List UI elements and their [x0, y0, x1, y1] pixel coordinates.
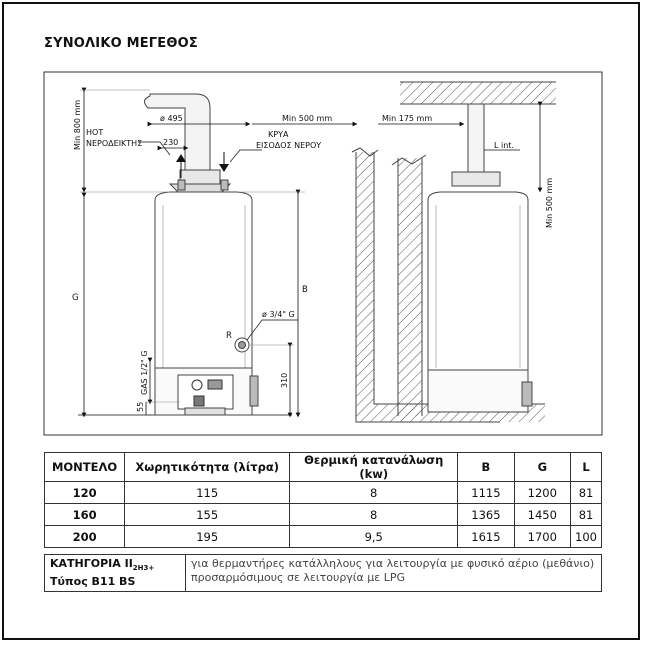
tank-body	[154, 191, 253, 416]
label-B: B	[302, 285, 308, 295]
col-consumption: Θερμική κατανάλωση (kw)	[289, 452, 459, 482]
label-phi495: ø 495	[160, 114, 183, 123]
hot-arrow-icon	[176, 154, 186, 162]
table-row: 120 115 8 1115 1200 81	[43, 481, 602, 504]
cell-L: 81	[570, 481, 602, 504]
label-min175: Min 175 mm	[382, 114, 432, 123]
cell-B: 1615	[457, 525, 515, 548]
cell-capacity: 195	[124, 525, 291, 548]
cell-B: 1115	[457, 481, 515, 504]
cell-capacity: 115	[124, 481, 291, 504]
cell-consumption: 9,5	[289, 525, 459, 548]
drawing-border	[43, 71, 603, 436]
cold-arrow-icon	[219, 164, 229, 172]
col-B: B	[457, 452, 515, 482]
label-R: R	[226, 331, 232, 341]
label-min500-side: Min 500 mm	[545, 178, 554, 228]
table-header-row: ΜΟΝΤΕΛΟ Χωρητικότητα (λίτρα) Θερμική κατ…	[43, 452, 602, 482]
side-view	[391, 81, 556, 416]
front-view	[78, 93, 292, 416]
label-230: 230	[163, 138, 178, 147]
col-model: ΜΟΝΤΕΛΟ	[43, 452, 126, 482]
cell-B: 1365	[457, 503, 515, 526]
label-hot-sub: ΝΕΡΟΔΕΙΚΤΗΣ	[86, 139, 142, 148]
cell-capacity: 155	[124, 503, 291, 526]
category-label: ΚΑΤΗΓΟΡΙΑ II	[50, 557, 133, 570]
cell-G: 1450	[513, 503, 572, 526]
cell-L: 81	[570, 503, 602, 526]
category-cell: ΚΑΤΗΓΟΡΙΑ II2H3+ Τύπος B11 BS	[44, 553, 186, 593]
cell-G: 1700	[513, 525, 572, 548]
col-G: G	[513, 452, 572, 482]
cell-model: 120	[43, 481, 126, 504]
specs-table: ΜΟΝΤΕΛΟ Χωρητικότητα (λίτρα) Θερμική κατ…	[43, 452, 602, 548]
description-line2: προσαρμόσιμους σε λειτουργία με LPG	[191, 571, 406, 584]
label-cold-sub: ΕΙΣΟΔΟΣ ΝΕΡΟΥ	[256, 141, 321, 150]
label-cold: ΚΡΥΑ	[268, 130, 289, 139]
draft-hood	[179, 169, 221, 185]
label-min800: Min 800 mm	[73, 100, 82, 150]
label-310: 310	[280, 373, 289, 388]
cell-consumption: 8	[289, 503, 459, 526]
type-label: Τύπος B11 BS	[50, 575, 136, 589]
label-min500-top: Min 500 mm	[282, 114, 332, 123]
cell-L: 100	[570, 525, 602, 548]
description-line1: για θερμαντήρες κατάλληλους για λειτουργ…	[191, 557, 595, 570]
table-row: 160 155 8 1365 1450 81	[43, 503, 602, 526]
category-sub: 2H3+	[132, 564, 155, 573]
label-Lint: L int.	[494, 141, 514, 150]
label-gas: GAS 1/2" G	[140, 350, 149, 395]
cell-model: 160	[43, 503, 126, 526]
label-hot: HOT	[86, 128, 103, 137]
col-L: L	[570, 452, 602, 482]
table-row: 200 195 9,5 1615 1700 100	[43, 525, 602, 548]
category-table: ΚΑΤΗΓΟΡΙΑ II2H3+ Τύπος B11 BS για θερμαν…	[44, 553, 602, 593]
label-phi34: ø 3/4" G	[262, 310, 295, 319]
col-capacity: Χωρητικότητα (λίτρα)	[124, 452, 291, 482]
cell-model: 200	[43, 525, 126, 548]
page-title: ΣΥΝΟΛΙΚΟ ΜΕΓΕΘΟΣ	[44, 36, 198, 51]
label-G: G	[72, 293, 79, 303]
cell-consumption: 8	[289, 481, 459, 504]
cell-G: 1200	[513, 481, 572, 504]
page-frame	[2, 2, 640, 640]
label-55: 55	[136, 402, 145, 412]
category-description: για θερμαντήρες κατάλληλους για λειτουργ…	[185, 553, 602, 593]
